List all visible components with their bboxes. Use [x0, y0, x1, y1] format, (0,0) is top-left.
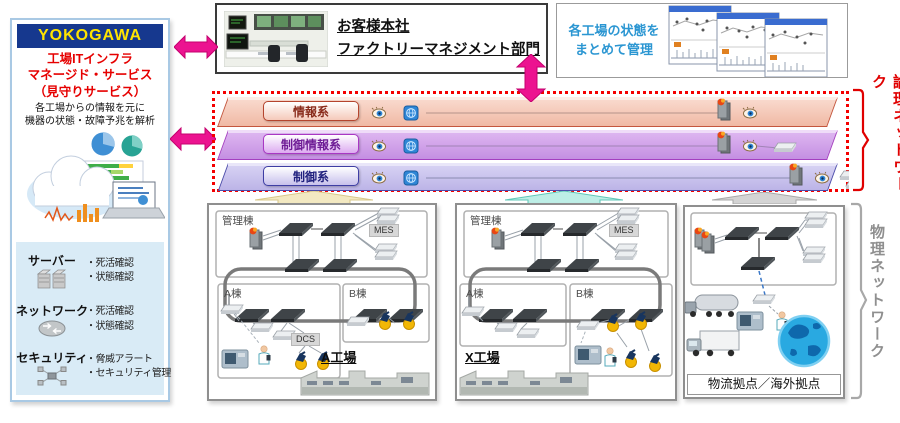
access-point-icon [250, 322, 274, 333]
headquarters-name: お客様本社 [337, 19, 410, 36]
access-point-icon [220, 304, 244, 315]
service-item: ・脅威アラート [86, 353, 153, 365]
logical-network-bracket [853, 88, 870, 192]
yokogawa-logo: YOKOGAWA [17, 24, 163, 48]
left-right-arrow-network-icon [170, 126, 216, 152]
factory-building-icon [459, 370, 589, 396]
tanker-truck-icon [685, 294, 739, 318]
router-icon [38, 320, 66, 336]
server-slab-icon [374, 250, 398, 261]
globe-icon [777, 314, 831, 368]
dashboard-caption-line-2: まとめて管理 [574, 41, 653, 57]
service-title-line-2: マネージド・サービス [27, 68, 153, 83]
access-point-icon [752, 294, 776, 305]
access-point-icon [576, 320, 600, 331]
left-right-arrow-hq-icon [174, 34, 218, 60]
logical-network-label: 論理ネットワーク [870, 74, 900, 193]
headquarters-box: お客様本社 ファクトリーマネジメント部門 [215, 3, 548, 74]
dashboard-caption-line-1: 各工場の状態を [568, 22, 660, 38]
connector-arrow-site-x [505, 191, 623, 204]
site-x-box: 管理棟 A棟 B棟 MES X工場 [455, 203, 677, 401]
cargo-truck-icon [686, 330, 740, 357]
server-slab-icon [614, 250, 638, 261]
physical-network-bracket [851, 202, 868, 400]
building-b-label: B棟 [576, 288, 594, 300]
layer-label-control-information: 制御情報系 [263, 134, 359, 154]
access-point-icon [346, 316, 370, 327]
site-name: 物流拠点／海外拠点 [687, 374, 841, 395]
headquarters-department: ファクトリーマネジメント部門 [337, 41, 540, 58]
cloud-analytics-illustration [12, 130, 168, 226]
connector-arrow-site-a [255, 191, 373, 204]
service-item: ・状態確認 [86, 320, 134, 332]
service-row-network: ネットワーク ・死活確認 ・状態確認 [16, 302, 162, 338]
service-row-security: セキュリティ ・脅威アラート ・セキュリティ管理 [16, 349, 171, 386]
access-point-icon [461, 306, 485, 317]
building-b-label: B棟 [349, 288, 367, 300]
service-item: ・死活確認 [86, 306, 134, 317]
control-room-image [224, 10, 328, 67]
admin-building-label: 管理棟 [222, 215, 254, 227]
server-slab-icon [616, 214, 640, 225]
physical-network-label: 物理ネットワーク [868, 224, 885, 360]
logistics-diagram [685, 211, 837, 368]
service-name: サーバー [28, 253, 76, 268]
access-point-icon [494, 322, 518, 333]
cnc-machine-icon [736, 311, 764, 331]
mes-chip: MES [609, 224, 639, 237]
site-a-box: 管理棟 A棟 B棟 MES DCS A工場 [207, 203, 437, 401]
layer-label-control: 制御系 [263, 166, 359, 186]
dashboard-box: 各工場の状態を まとめて管理 [556, 3, 848, 78]
service-title-line-1: 工場ITインフラ [47, 52, 133, 66]
service-name: ネットワーク [16, 303, 89, 318]
services-list: サーバー ・死活確認 ・状態確認 ネット [16, 242, 171, 395]
ring-network [223, 267, 417, 323]
connector-arrow-logistics [712, 192, 817, 204]
cnc-machine-icon [221, 349, 249, 369]
service-row-server: サーバー ・死活確認 ・状態確認 [18, 252, 162, 291]
cnc-machine-icon [574, 345, 602, 365]
server-slab-icon [802, 253, 826, 264]
mes-chip: MES [369, 224, 399, 237]
service-item: ・死活確認 [86, 257, 134, 269]
dashboard-thumbnails [668, 5, 828, 77]
site-x-diagram [459, 207, 673, 396]
logistics-box: 物流拠点／海外拠点 [683, 205, 845, 399]
service-name: セキュリティ [16, 350, 88, 365]
cloud-illustration-svg [27, 131, 165, 222]
site-a-diagram [215, 207, 430, 396]
server-slab-icon [376, 214, 400, 225]
service-item: ・状態確認 [86, 272, 134, 283]
service-item: ・セキュリティ管理 [86, 368, 171, 379]
server-icon [37, 269, 66, 288]
building-a-label: A棟 [466, 288, 484, 300]
service-panel: YOKOGAWA 工場ITインフラ マネージド・サービス （見守りサービス） 各… [10, 18, 171, 402]
service-description-line-2: 機器の状態・故障予兆を解析 [25, 115, 155, 127]
service-title-line-3: （見守りサービス） [33, 84, 147, 99]
security-icon [37, 366, 67, 385]
server-slab-icon [804, 218, 828, 229]
building-a-label: A棟 [224, 288, 242, 300]
dcs-chip: DCS [291, 333, 321, 346]
up-down-arrow-icon [515, 54, 547, 102]
site-name: X工場 [465, 350, 500, 365]
layer-label-information: 情報系 [263, 101, 359, 121]
service-description-line-1: 各工場からの情報を元に [35, 102, 145, 114]
site-name: A工場 [321, 350, 357, 365]
access-point-icon [516, 328, 540, 339]
admin-building-label: 管理棟 [470, 215, 502, 227]
